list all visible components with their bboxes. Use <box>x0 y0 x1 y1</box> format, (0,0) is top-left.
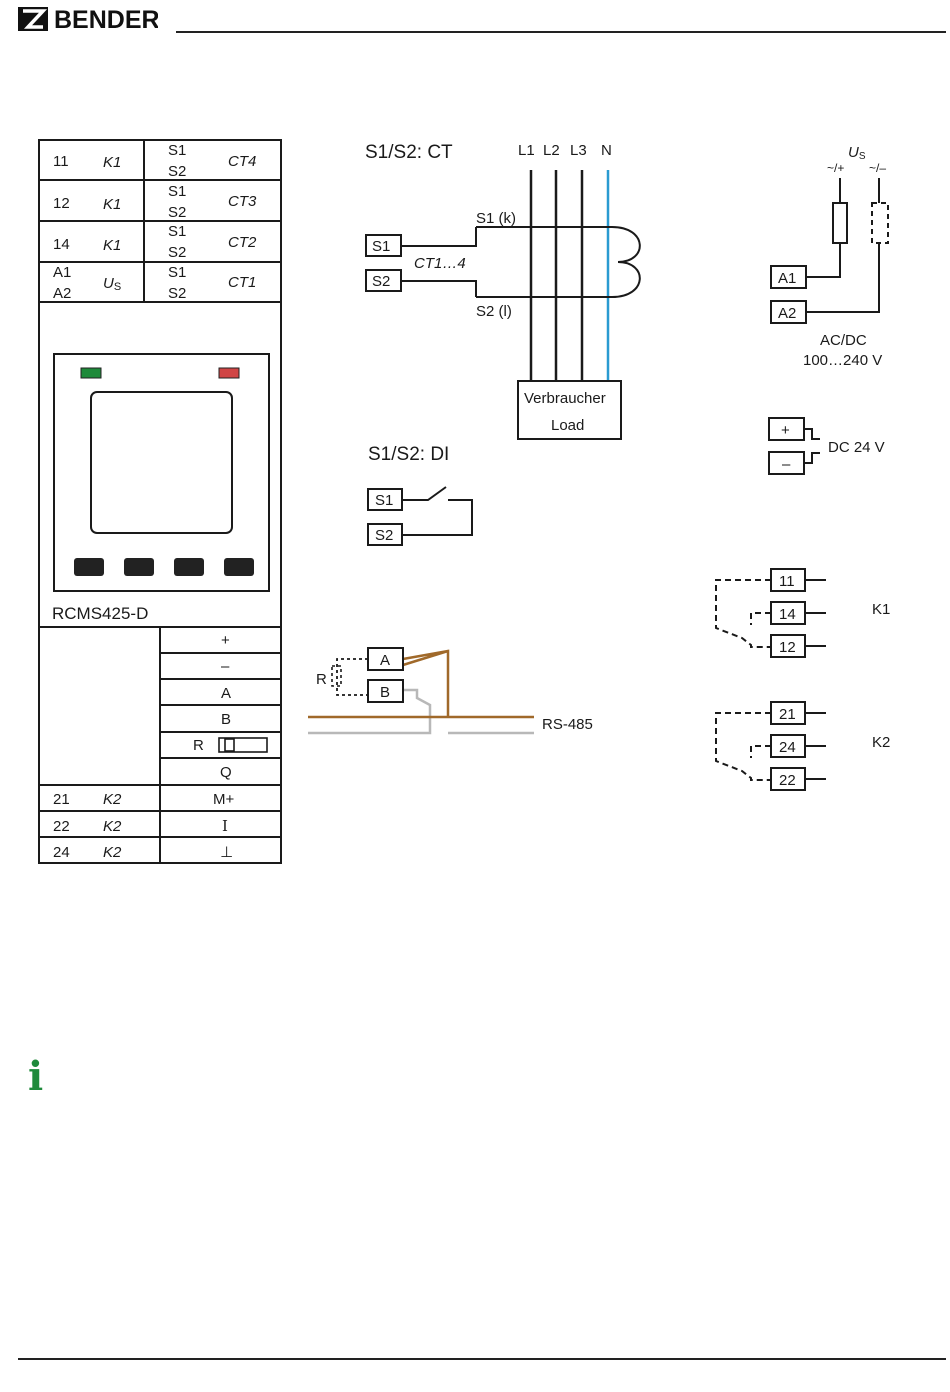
di-section-title: S1/S2: DI <box>368 444 449 465</box>
ct-range-label: CT1…4 <box>414 255 466 272</box>
col-a: A <box>221 685 231 702</box>
col-plus: + <box>221 632 230 649</box>
footer-rule <box>18 1358 946 1360</box>
label-ct3: CT3 <box>228 193 257 210</box>
di-switch <box>402 487 446 500</box>
rs485-bus-label: RS-485 <box>542 716 593 733</box>
ct-s1-text: S1 <box>372 238 390 255</box>
display-screen <box>91 392 232 533</box>
di-s2-text: S2 <box>375 527 393 544</box>
terminal-a1: A1 <box>53 264 71 281</box>
s1-ct2: S1 <box>168 223 186 240</box>
ct-s1k-label: S1 (k) <box>476 210 516 227</box>
label-ct2: CT2 <box>228 234 257 251</box>
device-name: RCMS425-D <box>52 604 148 623</box>
ct-s2-text: S2 <box>372 273 390 290</box>
s2-ct1: S2 <box>168 285 186 302</box>
line-l1-label: L1 <box>518 142 535 159</box>
k2-22-text: 22 <box>779 772 796 789</box>
s2-ct4: S2 <box>168 163 186 180</box>
s2-ct3: S2 <box>168 204 186 221</box>
supply-plus-label: ~/+ <box>827 161 844 175</box>
k2-24-text: 24 <box>779 739 796 756</box>
device-button-4 <box>224 558 254 576</box>
supply-voltage-1: AC/DC <box>820 332 867 349</box>
ct-coil <box>476 227 640 297</box>
ct-s2l-label: S2 (l) <box>476 303 512 320</box>
terminal-11: 11 <box>53 153 69 170</box>
device-button-3 <box>174 558 204 576</box>
supply-a2-text: A2 <box>778 305 796 322</box>
info-icon: i <box>28 1052 43 1102</box>
dc-minus-text: – <box>782 456 791 473</box>
terminal-22: 22 <box>53 818 70 835</box>
col-b: B <box>221 711 231 728</box>
col-r: R <box>193 737 204 754</box>
rs485-wire-a <box>308 651 534 717</box>
terminal-24: 24 <box>53 844 70 861</box>
s1-ct4: S1 <box>168 142 186 159</box>
rs485-a-text: A <box>380 652 390 669</box>
ct-section-title: S1/S2: CT <box>365 142 453 163</box>
terminal-21: 21 <box>53 791 70 808</box>
k2-contact <box>716 713 771 780</box>
s1-ct3: S1 <box>168 183 186 200</box>
func-k2-b: K2 <box>103 818 122 835</box>
device-button-2 <box>124 558 154 576</box>
supply-minus-label: ~/– <box>869 161 886 175</box>
supply-fuse <box>833 203 847 243</box>
col-q: Q <box>220 764 232 781</box>
s2-ct2: S2 <box>168 244 186 261</box>
terminal-14: 14 <box>53 236 70 253</box>
func-k1-b: K1 <box>103 196 121 213</box>
led-green <box>81 368 101 378</box>
line-l2-label: L2 <box>543 142 560 159</box>
k1-label: K1 <box>872 601 890 618</box>
sig-ground: ⊥ <box>220 844 233 861</box>
s1-ct1: S1 <box>168 264 186 281</box>
rs485-b-text: B <box>380 684 390 701</box>
supply-us-label: US <box>848 144 866 162</box>
supply-a1-text: A1 <box>778 270 796 287</box>
line-l3-label: L3 <box>570 142 587 159</box>
func-k2-a: K2 <box>103 791 122 808</box>
sig-m-plus: M+ <box>213 791 234 808</box>
label-ct1: CT1 <box>228 274 256 291</box>
supply-voltage-2: 100…240 V <box>803 352 882 369</box>
func-k2-c: K2 <box>103 844 122 861</box>
display-frame <box>54 354 269 591</box>
load-label-de: Verbraucher <box>524 390 606 407</box>
func-k1-a: K1 <box>103 154 121 171</box>
k2-21-text: 21 <box>779 706 796 723</box>
di-s1-text: S1 <box>375 492 393 509</box>
dc-plus-text: + <box>781 422 790 439</box>
load-label-en: Load <box>551 417 584 434</box>
termination-switch <box>219 738 267 752</box>
func-us: US <box>103 275 121 293</box>
k1-11-text: 11 <box>779 573 795 590</box>
col-minus: – <box>221 658 230 675</box>
label-ct4: CT4 <box>228 153 256 170</box>
device-button-1 <box>74 558 104 576</box>
k1-12-text: 12 <box>779 639 796 656</box>
terminal-a2: A2 <box>53 285 71 302</box>
func-k1-c: K1 <box>103 237 121 254</box>
k2-label: K2 <box>872 734 890 751</box>
k1-contact <box>716 580 771 647</box>
led-red <box>219 368 239 378</box>
k1-14-text: 14 <box>779 606 796 623</box>
dc-label: DC 24 V <box>828 439 885 456</box>
supply-fuse-optional <box>872 203 888 243</box>
line-n-label: N <box>601 142 612 159</box>
sig-i: I <box>222 817 228 835</box>
terminal-12: 12 <box>53 195 70 212</box>
rs485-r-label: R <box>316 671 327 688</box>
